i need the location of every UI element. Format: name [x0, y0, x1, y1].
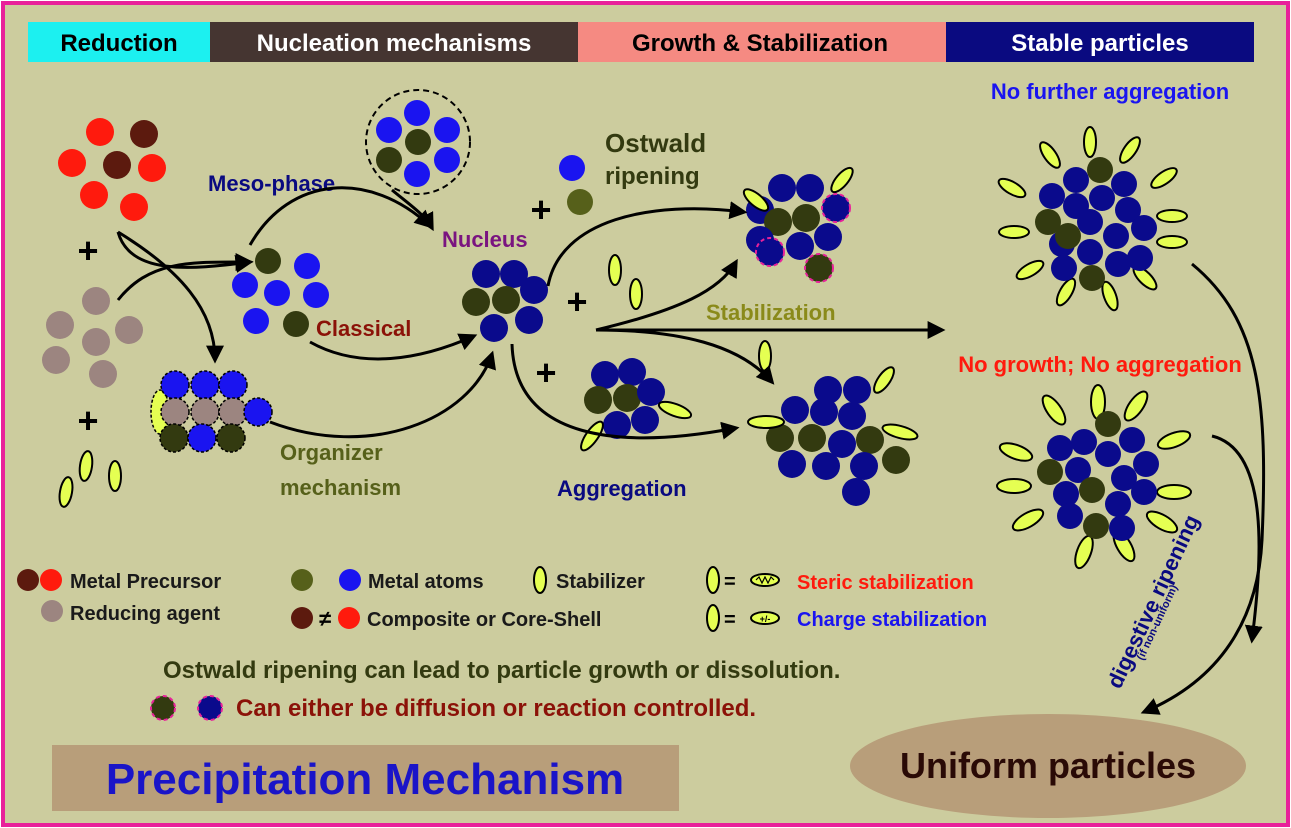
- arrow-steric-to-uniform: [1211, 434, 1263, 644]
- legend-precursor-dark: [17, 569, 39, 591]
- plus-sign-2: +: [77, 400, 98, 441]
- note-dashed-atom-navy: [197, 695, 223, 721]
- legend-atom-blue: [339, 569, 361, 591]
- legend-charge-equals: =: [724, 609, 736, 631]
- plus-sign-1: +: [77, 230, 98, 271]
- ostwald-product-cluster: [742, 166, 854, 283]
- header-nucleation: Nucleation mechanisms: [257, 30, 532, 57]
- legend-charge-icon: [750, 611, 780, 625]
- diffusion-note: Can either be diffusion or reaction cont…: [236, 695, 756, 722]
- header-reduction-box: [28, 22, 210, 62]
- arrow-classical-to-meso: [248, 186, 433, 246]
- reactant-stabilizer-1: [608, 254, 622, 286]
- arrow-organizer-to-nucleus: [269, 350, 496, 439]
- arrow-precursor-to-organizer: [117, 230, 224, 364]
- legend-charge: Charge stabilization: [797, 609, 987, 631]
- uniform-particles-ellipse: [850, 714, 1246, 818]
- arrow-mesophase-to-nucleus: [391, 188, 434, 232]
- nucleus-label: Nucleus: [442, 227, 528, 252]
- legend-stabilizer: Stabilizer: [556, 571, 645, 593]
- organizer-label-line1: Organizer: [280, 440, 383, 465]
- aggregation-product-cluster: [747, 366, 919, 506]
- arrow-classical-to-nucleus: [309, 333, 478, 361]
- arrow-digestive-ripening: [1140, 262, 1266, 715]
- ostwald-label-line1: Ostwald: [605, 128, 706, 158]
- stabilization-label: Stabilization: [706, 300, 836, 325]
- classical-cluster: [232, 248, 329, 337]
- meso-phase-cluster: [365, 89, 471, 195]
- page-title: Precipitation Mechanism: [106, 755, 624, 804]
- plus-sign-4: +: [566, 281, 587, 322]
- legend-not-equal: ≠: [319, 606, 331, 631]
- arrow-reducer-to-classical: [116, 252, 254, 301]
- legend-metal-atoms: Metal atoms: [368, 571, 484, 593]
- no-growth-label: No growth; No aggregation: [958, 352, 1242, 377]
- charge-stabilized-particle: [997, 126, 1188, 312]
- legend-metal-precursor: Metal Precursor: [70, 571, 221, 593]
- classical-label: Classical: [316, 316, 411, 341]
- arrow-nucleus-to-ostwald: [546, 201, 748, 287]
- nucleus-cluster: [462, 260, 548, 342]
- legend: Metal Precursor Reducing agent Metal ato…: [17, 566, 987, 632]
- legend-composite: Composite or Core-Shell: [367, 609, 601, 631]
- note-dashed-atom-olive: [150, 695, 176, 721]
- header-growth: Growth & Stabilization: [632, 30, 888, 57]
- aggregation-label: Aggregation: [557, 476, 687, 501]
- ostwald-metal-atom-blue: [559, 155, 585, 181]
- legend-reducer-dot: [41, 600, 63, 622]
- arrow-nucleus-to-aggregation: [510, 343, 740, 440]
- uniform-particles-label: Uniform particles: [900, 745, 1196, 786]
- arrow-to-stabilized-aggregate: [595, 328, 775, 385]
- ostwald-note: Ostwald ripening can lead to particle gr…: [163, 657, 840, 684]
- header-stable: Stable particles: [1011, 30, 1188, 57]
- stabilizer-above-product: [758, 340, 772, 372]
- stage-header: Reduction Nucleation mechanisms Growth &…: [28, 22, 1254, 62]
- legend-steric-stabilizer-icon: [706, 566, 720, 594]
- legend-steric-zigzag: [755, 575, 775, 585]
- flow-arrows: [116, 186, 1266, 715]
- reactant-stabilizer-2: [629, 278, 643, 310]
- legend-atom-olive: [291, 569, 313, 591]
- legend-composite-red: [338, 607, 360, 629]
- legend-precursor-red: [40, 569, 62, 591]
- legend-reducing-agent: Reducing agent: [70, 603, 220, 625]
- ostwald-metal-atom-olive: [567, 189, 593, 215]
- metal-precursor-cluster: [58, 118, 166, 221]
- header-nucleation-box: [210, 22, 578, 62]
- legend-steric-icon: [750, 573, 780, 587]
- plus-sign-5: +: [535, 352, 556, 393]
- header-stable-box: [946, 22, 1254, 62]
- ostwald-label-line2: ripening: [605, 163, 700, 190]
- header-reduction: Reduction: [60, 30, 177, 57]
- legend-steric: Steric stabilization: [797, 572, 974, 594]
- legend-stabilizer-icon: [533, 566, 547, 594]
- organizer-cluster: [150, 370, 273, 453]
- aggregation-reactant-cluster: [580, 358, 693, 452]
- arrow-to-stabilized-cluster: [595, 258, 738, 332]
- header-growth-box: [578, 22, 946, 62]
- no-further-aggregation-label: No further aggregation: [991, 79, 1229, 104]
- sterically-stabilized-particle: [996, 384, 1192, 570]
- legend-steric-equals: =: [724, 571, 736, 593]
- reducing-agent-cluster: [42, 287, 143, 388]
- legend-composite-dark: [291, 607, 313, 629]
- stabilizer-group: [58, 450, 122, 508]
- legend-charge-symbol: +/-: [760, 614, 771, 624]
- legend-charge-stabilizer-icon: [706, 604, 720, 632]
- plus-sign-3: +: [530, 189, 551, 230]
- organizer-label-line2: mechanism: [280, 475, 401, 500]
- title-box: [52, 745, 679, 811]
